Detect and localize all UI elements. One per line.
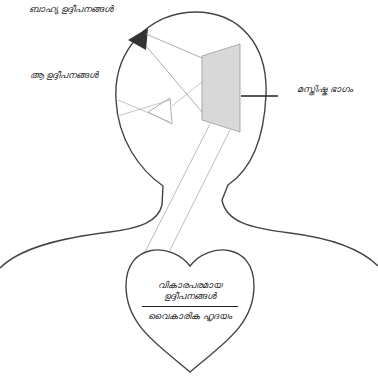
stimulus-ray [118,100,170,116]
stimulus-triangle [128,28,148,50]
stimulus-ray [172,82,202,106]
divider-line [142,306,238,307]
heart-text: വികാരപരമായ ഉദ്ദീപനങ്ങൾ [136,280,244,303]
stimulus-ray [146,34,202,58]
stimulus-ray [118,100,170,122]
stimulus-label: ആ ഉദ്ദീപനങ്ങൾ [14,70,114,81]
signal-band [160,130,230,270]
signal-band [140,124,210,262]
brain-region [202,44,240,132]
heart-text: വൈകാരിക ഹൃദയം [136,311,244,322]
leader-line [241,95,278,97]
inner-triangle [148,98,172,124]
heart-shape: വികാരപരമായ ഉദ്ദീപനങ്ങൾ വൈകാരിക ഹൃദയം [122,240,258,374]
stimulus-ray [146,46,202,112]
stimulus-label: മസ്തിഷ്ക ഭാഗം [280,84,370,95]
stimulus-label: ബാഹ്യ ഉദ്ദീപനങ്ങൾ [28,4,114,15]
body-outline [0,12,378,268]
